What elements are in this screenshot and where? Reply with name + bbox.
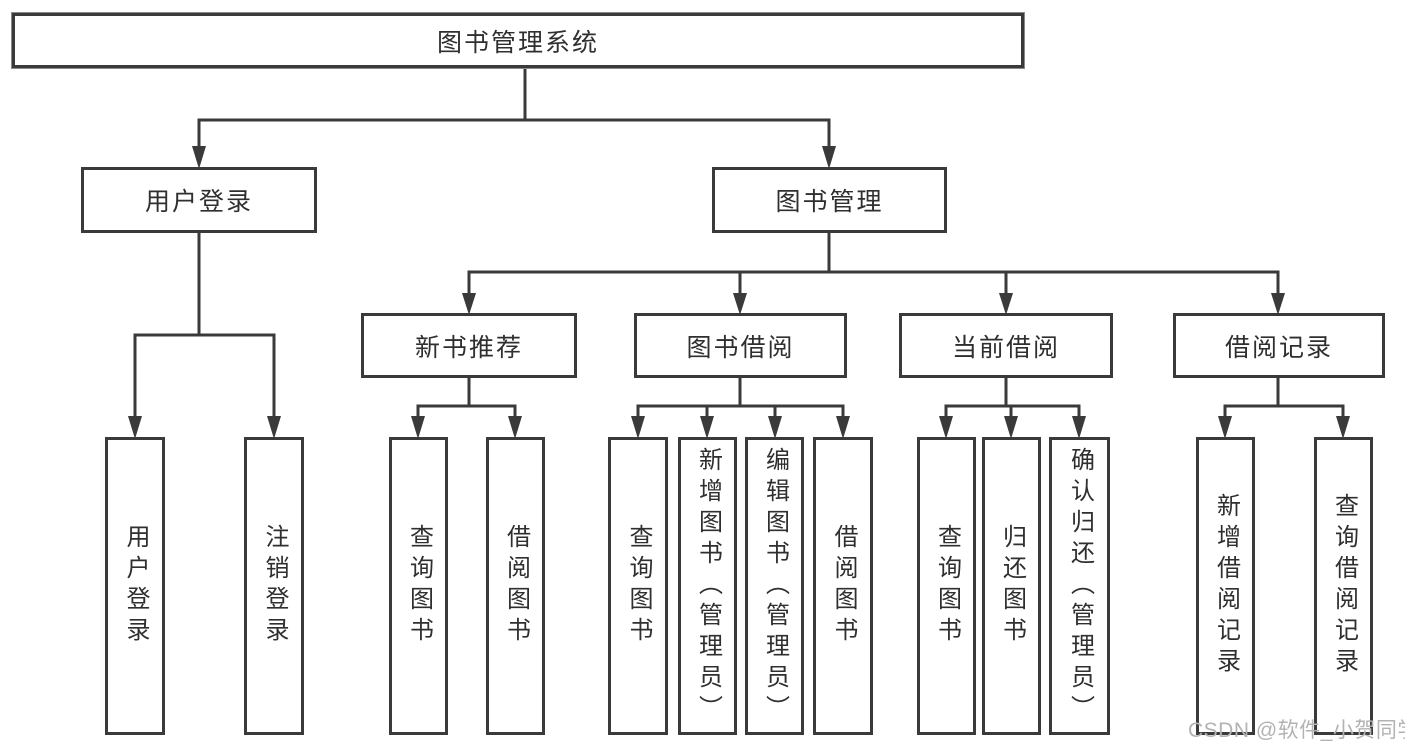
arrowhead-leaf-add-books [700,416,714,439]
arrowhead-new-book-rec [462,293,476,315]
node-new-book-recommendation: 新书推荐 [361,313,577,378]
node-label: 当前借阅 [951,333,1060,362]
leaf-logout-login: 注销登录 [244,437,304,735]
node-user-login: 用户登录 [81,167,317,233]
arrowhead-leaf-add-record [1218,416,1232,439]
arrowhead-leaf-logout [267,416,281,439]
node-label: 确认归还（管理员） [1066,446,1094,726]
arrowhead-leaf-edit-books [768,416,782,439]
node-book-management: 图书管理 [712,167,947,233]
node-label: 新增借阅记录 [1212,493,1240,679]
node-current-borrowing: 当前借阅 [899,313,1113,378]
arrowhead-book-mgmt [822,146,836,169]
node-borrowing-records: 借阅记录 [1173,313,1385,378]
node-label: 归还图书 [998,524,1026,648]
arrowhead-leaf-borrow-books-2 [836,416,850,439]
node-label: 图书借阅 [686,333,795,362]
leaf-user-login: 用户登录 [105,437,165,735]
leaf-borrow-books-borrowing: 借阅图书 [813,437,873,735]
arrowhead-leaf-return-books [1004,416,1018,439]
leaf-edit-books-admin: 编辑图书（管理员） [745,437,804,735]
arrowhead-leaf-user-login [128,416,142,439]
node-label: 图书管理系统 [436,28,599,57]
arrowhead-leaf-borrow-books-1 [508,416,522,439]
arrowhead-borrow-records [1271,293,1285,315]
arrowhead-leaf-query-books-2 [631,416,645,439]
node-label: 借阅图书 [502,524,530,648]
leaf-confirm-return-admin: 确认归还（管理员） [1049,437,1110,735]
arrowheads [128,146,1350,439]
leaf-query-borrow-record: 查询借阅记录 [1314,437,1373,735]
node-book-borrowing: 图书借阅 [634,313,847,378]
leaf-query-books-borrowing: 查询图书 [608,437,668,735]
node-label: 注销登录 [261,524,288,648]
leaf-query-books-newrec: 查询图书 [389,437,448,735]
leaf-return-books: 归还图书 [982,437,1041,735]
arrowhead-leaf-query-books-1 [411,416,425,439]
arrowhead-user-login [192,146,206,169]
arrowhead-current-borrow [999,293,1013,315]
arrowhead-leaf-confirm-return [1072,416,1086,439]
node-label: 编辑图书（管理员） [761,446,789,726]
arrowhead-leaf-query-books-3 [939,416,953,439]
node-library-management-system: 图书管理系统 [12,13,1024,68]
node-label: 新书推荐 [414,333,523,362]
node-label: 查询借阅记录 [1330,493,1358,679]
leaf-query-books-current: 查询图书 [917,437,976,735]
node-label: 借阅图书 [830,524,857,648]
node-label: 用户登录 [122,524,149,648]
csdn-watermark: CSDN @软件_小贺同学 [1188,719,1405,742]
node-label: 借阅记录 [1224,333,1333,362]
leaf-borrow-books-newrec: 借阅图书 [486,437,545,735]
node-label: 用户登录 [144,188,253,216]
leaf-add-borrow-record: 新增借阅记录 [1196,437,1255,735]
node-label: 查询图书 [625,524,652,648]
node-label: 查询图书 [405,524,433,648]
node-label: 新增图书（管理员） [694,446,722,726]
arrowhead-leaf-query-record [1336,416,1350,439]
node-label: 图书管理 [775,188,884,216]
arrowhead-book-borrow [733,293,747,315]
leaf-add-books-admin: 新增图书（管理员） [678,437,737,735]
node-label: 查询图书 [933,524,961,648]
